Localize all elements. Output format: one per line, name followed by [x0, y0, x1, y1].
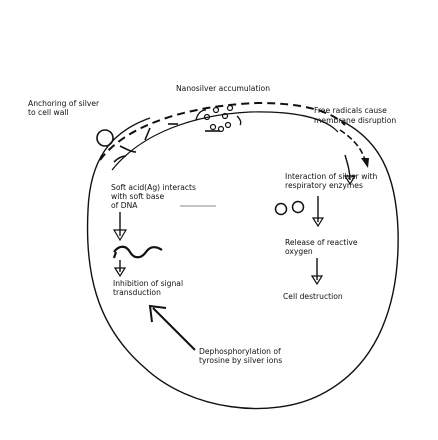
anchoring-dash [144, 127, 151, 141]
inhibition-arrowhead [113, 267, 127, 278]
particle-arc [236, 115, 242, 126]
label-cell-destruction: Cell destruction [283, 292, 343, 301]
label-release-line1: Release of reactive [285, 238, 358, 247]
respiratory-arrowhead [343, 175, 357, 186]
free-radicals-arrow [339, 129, 366, 161]
respiratory-arrow-line [344, 154, 351, 181]
label-dephos-line1: Dephosphorylation of [199, 347, 281, 356]
label-nanosilver-accumulation: Nanosilver accumulation [176, 84, 271, 93]
free-radicals-arrowhead [361, 158, 369, 168]
label-interaction-line1: Interaction of silver with [285, 172, 378, 181]
silver-ion-particle [274, 202, 288, 216]
cell-wall-dashed-outline [99, 101, 346, 161]
anchoring-dash [119, 145, 137, 153]
nanoparticle [209, 123, 217, 131]
dna-strand-icon [112, 251, 118, 259]
nanoparticle [221, 112, 229, 120]
cell-membrane-outline [86, 117, 399, 410]
cell-wall-inner-outline [111, 111, 339, 171]
particle-arc [195, 109, 207, 121]
reactive-oxygen-arrowhead [310, 275, 324, 286]
anchoring-dash [113, 155, 127, 163]
label-dephos-line2: tyrosine by silver ions [199, 356, 283, 365]
label-anchoring-line2: to cell wall [28, 108, 69, 117]
label-interaction-line2: respiratory enzymes [285, 181, 363, 190]
dephosphorylation-arrowhead [148, 304, 167, 323]
anchored-silver-particle [96, 129, 114, 147]
nanoparticle [217, 125, 225, 133]
label-anchoring-line1: Anchoring of silver [28, 99, 100, 108]
label-release-line2: oxygen [285, 247, 313, 256]
label-inhibition-line1: Inhibition of signal [113, 279, 184, 288]
soft-acid-arrowhead [112, 229, 128, 242]
label-soft-acid-line1: Soft acid(Ag) interacts [111, 183, 196, 192]
enzyme-arrowhead [311, 217, 325, 228]
label-free-radicals-line2: membrane disruption [314, 116, 397, 125]
silver-ion-particle [291, 200, 305, 214]
label-soft-acid-line2: with soft base [111, 192, 165, 201]
label-soft-acid-line3: of DNA [111, 201, 138, 210]
nanoparticle [203, 113, 211, 121]
nanoparticle [212, 106, 220, 114]
nanoparticle [226, 104, 234, 112]
label-inhibition-line2: transduction [113, 288, 161, 297]
dna-strand-icon [113, 245, 163, 259]
nanoparticle [224, 121, 232, 129]
dephosphorylation-arrow-line [152, 307, 196, 351]
label-free-radicals-line1: Free radicals cause [314, 106, 387, 115]
